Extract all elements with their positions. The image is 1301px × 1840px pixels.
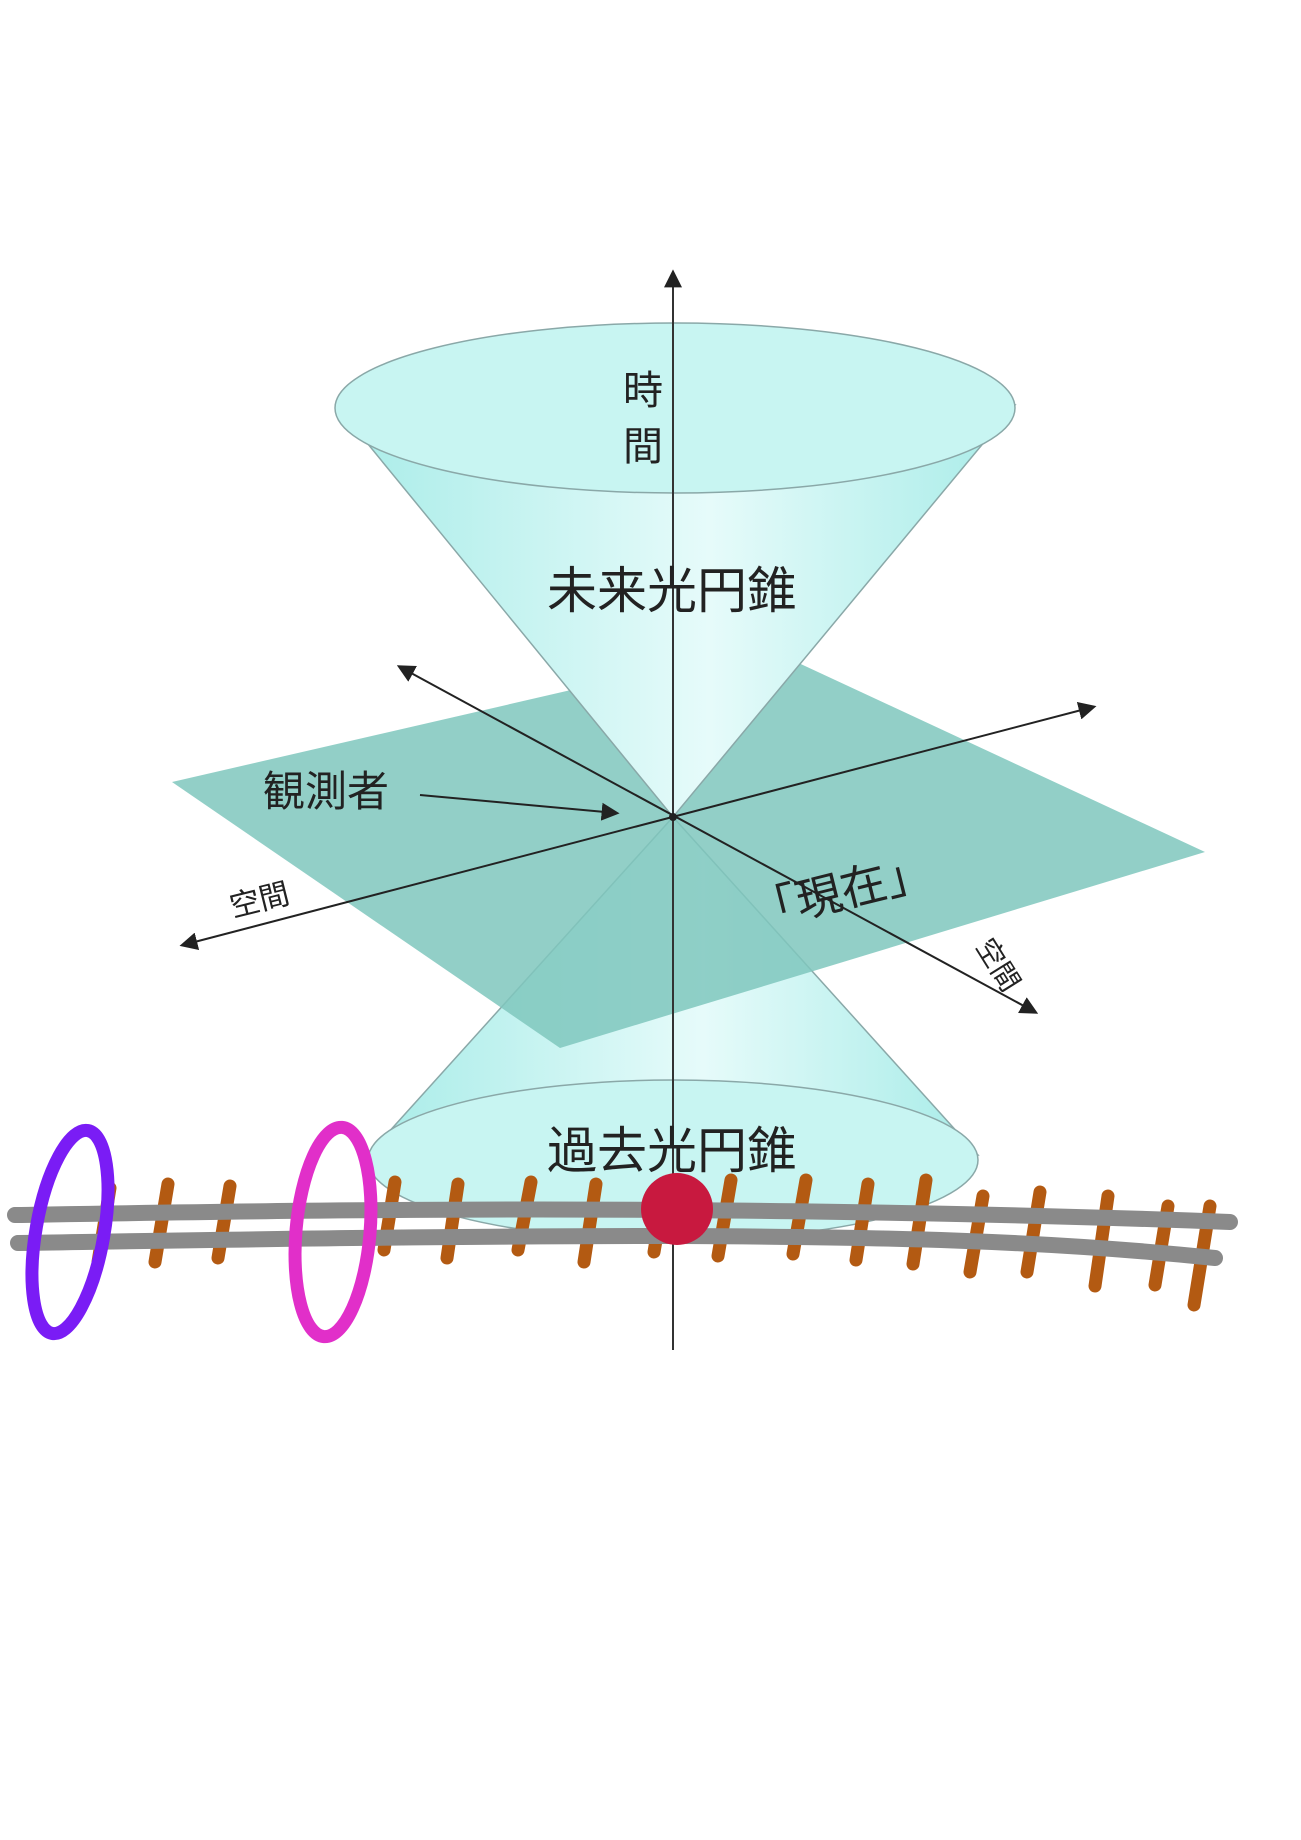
future-cone-label: 未来光円錐: [547, 562, 797, 620]
observer-label: 観測者: [263, 767, 389, 816]
observer-pointer: [419, 794, 620, 821]
future-light-cone: [334, 322, 1017, 819]
red-dot: [641, 1173, 713, 1245]
space-axis-label-2: 空間: [969, 932, 1027, 997]
time-axis-label-1: 時: [623, 368, 663, 414]
railway-track: [7, 1120, 1238, 1344]
purple-wheel-ring: [25, 1123, 115, 1341]
observer-point: [669, 813, 677, 821]
railway-rails: [7, 1201, 1238, 1266]
space-axis-label: 空間: [226, 877, 293, 925]
magenta-wheel-ring: [288, 1120, 378, 1344]
space-axis-2: [396, 665, 1039, 1014]
past-cone-label: 過去光円錐: [547, 1122, 797, 1180]
time-axis-label-2: 間: [623, 424, 663, 470]
